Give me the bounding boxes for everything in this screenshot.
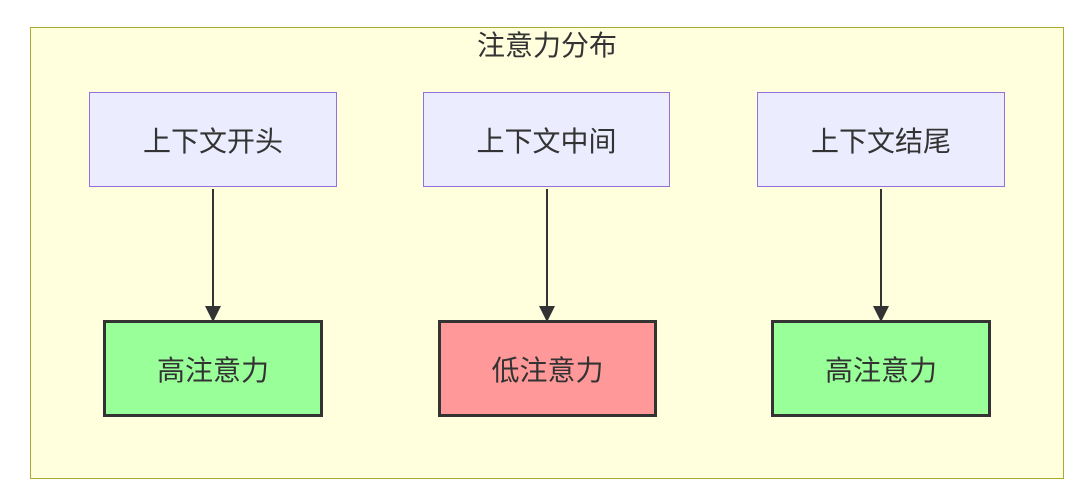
node-low-attention: 低注意力 — [438, 320, 657, 417]
diagram-title: 注意力分布 — [476, 30, 617, 61]
node-context-start: 上下文开头 — [89, 92, 337, 187]
node-label: 上下文结尾 — [810, 125, 951, 157]
node-high-attention-1: 高注意力 — [103, 320, 323, 417]
node-context-end: 上下文结尾 — [757, 92, 1005, 187]
node-label: 上下文中间 — [476, 125, 617, 157]
node-label: 高注意力 — [156, 354, 269, 386]
node-context-middle: 上下文中间 — [423, 92, 670, 187]
node-label: 上下文开头 — [142, 125, 283, 157]
node-label: 低注意力 — [491, 354, 604, 386]
node-label: 高注意力 — [824, 354, 937, 386]
node-high-attention-2: 高注意力 — [771, 320, 991, 417]
